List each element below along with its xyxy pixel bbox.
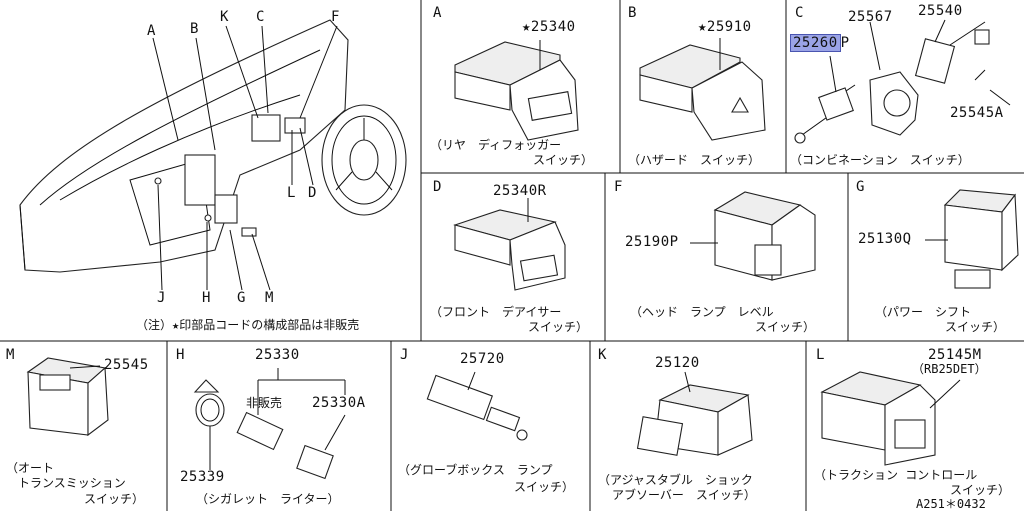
panel-g-caption-2: スイッチ）: [945, 320, 1006, 334]
panel-h-caption-1: （シガレット ライター）: [196, 492, 340, 506]
callout-b: B: [190, 21, 199, 37]
panel-h-part-number-3: 25339: [180, 469, 225, 485]
panel-m-caption-3: スイッチ）: [84, 492, 145, 506]
steering-wheel-illustration: [321, 104, 407, 216]
headlamp-level-switch-drawing: [690, 191, 816, 281]
highlight-box: 25260: [790, 34, 841, 52]
callout-c: C: [256, 9, 265, 25]
panel-b-part-number: ★25910: [698, 19, 752, 35]
panel-m-caption-1: （オート: [6, 461, 55, 475]
panel-a-caption-1: （リヤ ディフォッガー: [430, 138, 562, 152]
panel-c-letter: C: [795, 5, 804, 21]
panel-c-part-number-3: 25545A: [950, 105, 1004, 121]
panel-m-part-number: 25545: [104, 357, 149, 373]
panel-l-part-number: 25145M: [928, 347, 982, 363]
dashboard-illustration: [19, 19, 349, 273]
panel-j-part-number: 25720: [460, 351, 505, 367]
panel-l-caption-1: （トラクション コントロール: [814, 468, 978, 482]
panel-f-part-number: 25190P: [625, 234, 679, 250]
glovebox-lamp-switch-drawing: [426, 371, 528, 441]
callout-l: L: [287, 185, 296, 201]
panel-j-letter: J: [400, 347, 409, 363]
diagram-reference-code: A251＊0432: [916, 497, 986, 511]
panel-k-caption-2: アブソーバー スイッチ）: [612, 488, 756, 502]
panel-h-nonsale-label: 非販売: [246, 396, 283, 410]
panel-g-part-number: 25130Q: [858, 231, 912, 247]
power-shift-switch-drawing: [925, 189, 1019, 289]
panel-a-letter: A: [433, 5, 442, 21]
panel-g-caption-1: （パワー シフト: [875, 305, 972, 319]
callout-g: G: [237, 290, 246, 306]
callout-d: D: [308, 185, 317, 201]
at-switch-drawing: [26, 357, 109, 437]
rear-defogger-switch-drawing: [454, 40, 579, 141]
cigarette-lighter-drawing: [193, 368, 346, 480]
panel-l-letter: L: [816, 347, 825, 363]
panel-f-letter: F: [614, 179, 623, 195]
panel-c-part-number-1: 25567: [848, 9, 893, 25]
traction-control-switch-drawing: [820, 371, 961, 466]
combination-switch-drawing: [794, 19, 1011, 144]
panel-b-letter: B: [628, 5, 637, 21]
panel-m-letter: M: [6, 347, 15, 363]
panel-j-caption-2: スイッチ）: [514, 480, 575, 494]
panel-a-caption-2: スイッチ）: [533, 153, 594, 167]
panel-k-part-number: 25120: [655, 355, 700, 371]
panel-d-caption-2: スイッチ）: [528, 320, 589, 334]
panel-j-caption-1: （グローブボックス ランプ: [398, 463, 553, 477]
panel-f-caption-1: （ヘッド ランプ レベル: [630, 305, 774, 319]
panel-c-highlight-suffix: P: [840, 35, 850, 51]
overview-note: （注）★印部品コードの構成部品は非販売: [136, 318, 360, 332]
callout-a: A: [147, 23, 156, 39]
shock-absorber-switch-drawing: [636, 371, 753, 456]
panel-g-letter: G: [856, 179, 865, 195]
panel-l-caption-2: スイッチ）: [950, 483, 1011, 497]
panel-h-letter: H: [176, 347, 185, 363]
panel-h-part-number-1: 25330: [255, 347, 300, 363]
panel-a-part-number: ★25340: [522, 19, 576, 35]
panel-h-part-number-2: 25330A: [312, 395, 366, 411]
callout-m: M: [265, 290, 274, 306]
hazard-switch-drawing: [639, 38, 766, 141]
panel-m-caption-2: トランスミッション: [18, 476, 126, 490]
callout-j: J: [157, 290, 166, 306]
panel-c-caption-1: （コンビネーション スイッチ）: [790, 153, 970, 167]
panel-k-caption-1: （アジャスタブル ショック: [598, 473, 753, 487]
panel-f-caption-2: スイッチ）: [755, 320, 816, 334]
callout-k: K: [220, 9, 229, 25]
callout-h: H: [202, 290, 211, 306]
panel-d-letter: D: [433, 179, 442, 195]
front-deicer-switch-drawing: [453, 198, 566, 291]
panel-d-part-number: 25340R: [493, 183, 547, 199]
panel-b-caption-1: （ハザード スイッチ）: [628, 153, 761, 167]
panel-d-caption-1: （フロント デアイサー: [430, 305, 562, 319]
overview-leaders: [152, 25, 338, 291]
panel-k-letter: K: [598, 347, 607, 363]
panel-c-part-number-2: 25540: [918, 3, 963, 19]
panel-l-variant: （RB25DET）: [912, 362, 987, 376]
callout-f: F: [331, 9, 340, 25]
